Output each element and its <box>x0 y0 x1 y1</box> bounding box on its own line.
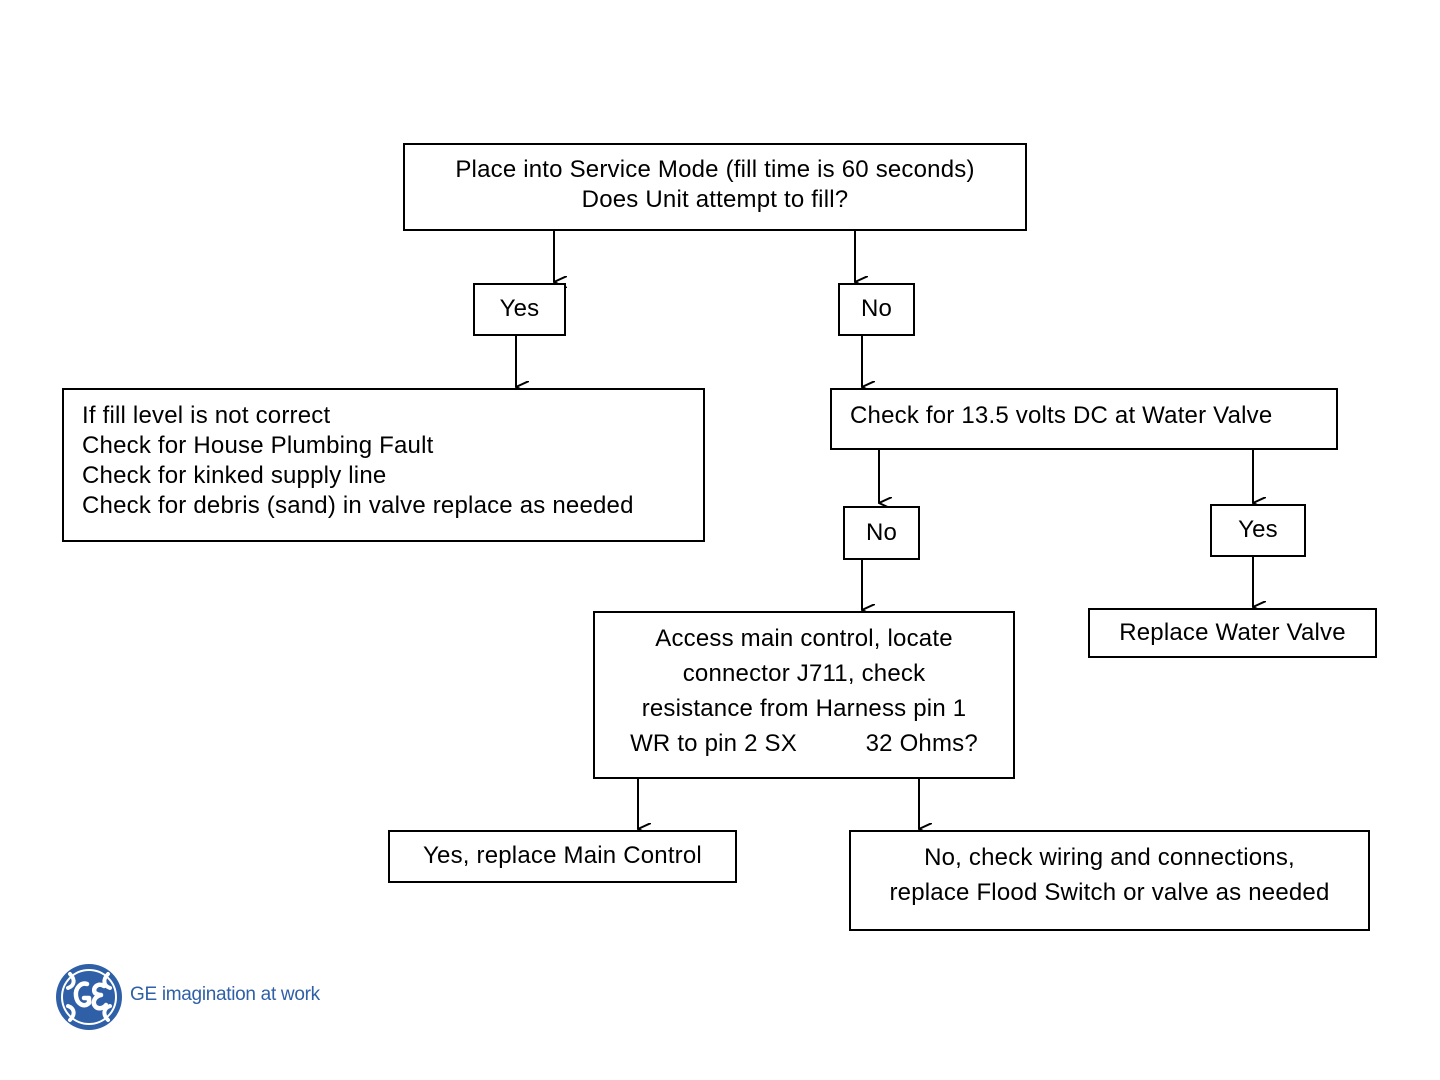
ge-logo: GE imagination at work <box>54 962 344 1032</box>
replace-main-control-box: Yes, replace Main Control <box>388 830 737 883</box>
fill-level-line-1: If fill level is not correct <box>82 402 331 429</box>
access-line-1: Access main control, locate <box>655 625 953 652</box>
check-wiring-box: No, check wiring and connections, replac… <box>849 830 1370 931</box>
check-wiring-line-2: replace Flood Switch or valve as needed <box>889 879 1330 906</box>
voltage-no-label: No <box>843 506 920 560</box>
fill-level-box: If fill level is not correct Check for H… <box>62 388 705 542</box>
access-main-control-box: Access main control, locate connector J7… <box>593 611 1015 779</box>
access-line-4: WR to pin 2 SX 32 Ohms? <box>630 730 978 757</box>
start-decision-box: Place into Service Mode (fill time is 60… <box>403 143 1027 231</box>
check-wiring-line-1: No, check wiring and connections, <box>924 844 1295 871</box>
ge-monogram-icon <box>56 964 122 1030</box>
fill-level-line-2: Check for House Plumbing Fault <box>82 432 434 459</box>
replace-water-valve-box: Replace Water Valve <box>1088 608 1377 658</box>
fill-level-line-4: Check for debris (sand) in valve replace… <box>82 492 634 519</box>
start-line-1: Place into Service Mode (fill time is 60… <box>455 156 975 183</box>
no-branch-text: No <box>860 295 893 322</box>
ge-logo-text: GE imagination at work <box>130 984 320 1005</box>
voltage-no-text: No <box>865 519 898 546</box>
voltage-check-box: Check for 13.5 volts DC at Water Valve <box>830 388 1338 450</box>
replace-water-valve-text: Replace Water Valve <box>1119 619 1346 646</box>
voltage-yes-text: Yes <box>1238 516 1278 543</box>
yes-branch-text: Yes <box>499 295 540 322</box>
yes-branch-label: Yes <box>473 283 566 336</box>
fill-level-line-3: Check for kinked supply line <box>82 462 387 489</box>
voltage-yes-label: Yes <box>1210 504 1306 557</box>
voltage-check-text: Check for 13.5 volts DC at Water Valve <box>850 402 1273 429</box>
start-line-2: Does Unit attempt to fill? <box>581 186 849 213</box>
access-line-3: resistance from Harness pin 1 <box>641 695 967 722</box>
replace-main-control-text: Yes, replace Main Control <box>423 842 702 869</box>
no-branch-label: No <box>838 283 915 336</box>
access-line-2: connector J711, check <box>682 660 926 687</box>
